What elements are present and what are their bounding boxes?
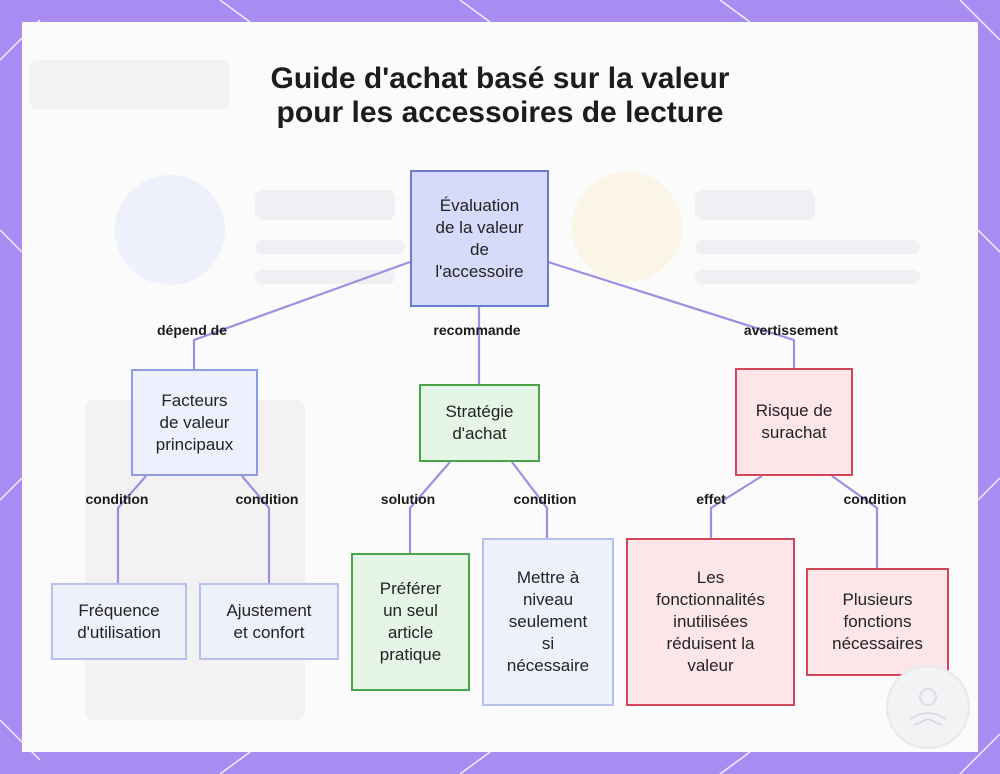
background-block [30, 60, 230, 110]
background-circle [115, 175, 225, 285]
edge-label-effect: effet [696, 491, 726, 507]
edge-factors-frequency [116, 475, 147, 583]
node-root: Évaluation de la valeur de l'accessoire [410, 170, 549, 307]
edge-label-solution: solution [380, 491, 436, 507]
watermark-logo [886, 665, 970, 749]
background-block [695, 270, 920, 284]
node-strategy: Stratégie d'achat [419, 384, 540, 462]
edge-label-depends: dépend de [156, 322, 228, 338]
edge-strategy-prefer [408, 461, 451, 553]
background-block [695, 190, 815, 220]
title-line-1: Guide d'achat basé sur la valeur [270, 62, 730, 95]
edge-risk-multi [831, 475, 879, 568]
node-frequency: Fréquence d'utilisation [51, 583, 187, 660]
node-unused: Les fonctionnalités inutilisées réduisen… [626, 538, 795, 706]
background-block [695, 240, 920, 254]
edge-label-condition: condition [843, 491, 907, 507]
reader-icon [909, 688, 947, 726]
node-multi: Plusieurs fonctions nécessaires [806, 568, 949, 676]
edge-strategy-upgrade [511, 461, 549, 538]
node-prefer: Préférer un seul article pratique [351, 553, 470, 691]
title-line-2: pour les accessoires de lecture [276, 96, 724, 129]
diagram-title: Guide d'achat basé sur la valeur pour le… [0, 62, 1000, 130]
edge-root-factors [192, 260, 411, 370]
edge-risk-unused [709, 475, 763, 538]
node-upgrade: Mettre à niveau seulement si nécessaire [482, 538, 614, 706]
node-factors: Facteurs de valeur principaux [131, 369, 258, 476]
edge-label-warning: avertissement [743, 322, 839, 338]
edge-label-recommends: recommande [433, 322, 521, 338]
edge-root-risk [547, 260, 796, 369]
background-block [255, 190, 395, 220]
edge-label-condition: condition [513, 491, 577, 507]
edge-label-condition: condition [85, 491, 149, 507]
node-fit: Ajustement et confort [199, 583, 339, 660]
background-circle [572, 172, 682, 282]
node-risk: Risque de surachat [735, 368, 853, 476]
edge-factors-fit [241, 475, 271, 583]
edge-label-condition: condition [235, 491, 299, 507]
background-block [255, 240, 405, 254]
